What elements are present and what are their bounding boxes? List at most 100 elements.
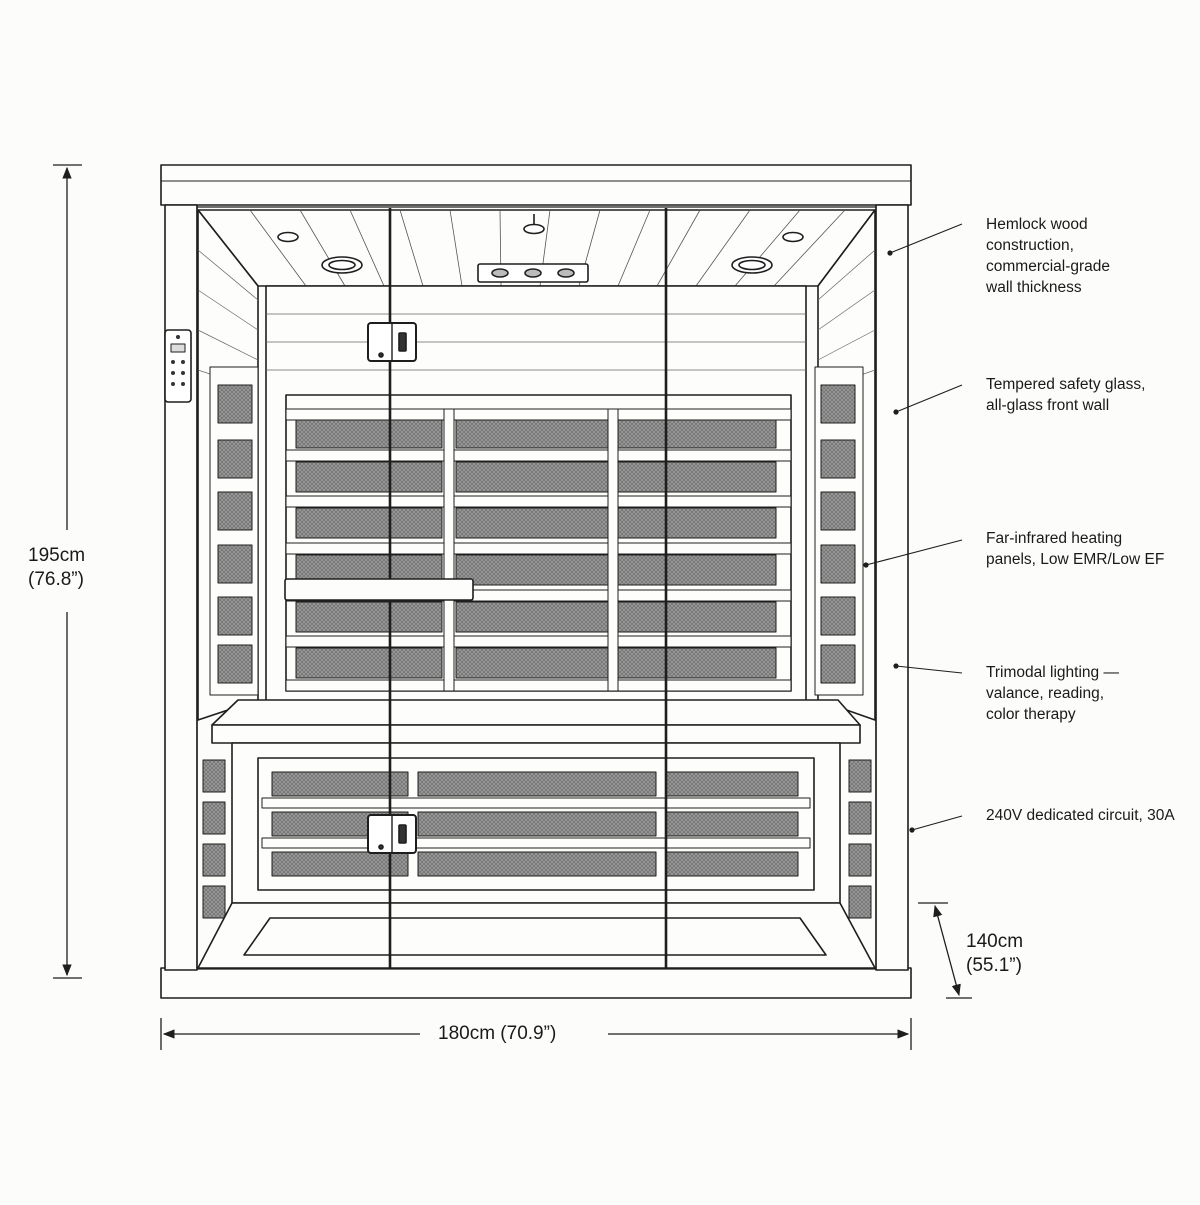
heating-panel (217, 644, 253, 684)
depth-inches: (55.1”) (966, 955, 1022, 976)
heating-panel (455, 507, 609, 539)
ceiling-oxygen-vent-icon (477, 263, 589, 283)
backrest-slat (285, 679, 792, 692)
door-hinge-icon (367, 814, 417, 854)
heating-panel (202, 759, 226, 793)
heating-panel (217, 384, 253, 424)
glass-front-frame (196, 206, 877, 970)
backrest-slat (285, 408, 792, 421)
heating-panel (665, 851, 799, 877)
heating-panel (202, 885, 226, 919)
heating-panel (271, 851, 409, 877)
callout-line: commercial-grade (986, 258, 1111, 275)
heating-panel (295, 461, 443, 493)
callout-leaders (865, 223, 963, 831)
heating-panel (617, 647, 777, 679)
heating-panel (848, 801, 872, 835)
heating-panel (617, 417, 777, 449)
bench-slat (261, 797, 811, 809)
heating-panel (820, 439, 856, 479)
callout-line: all-glass front wall (986, 397, 1110, 414)
callout-line: Hemlock wood (986, 216, 1088, 233)
left-heating-panels (209, 366, 259, 696)
depth-cm: 140cm (966, 931, 1024, 952)
backrest-slat (285, 542, 792, 555)
callout-line: construction, (986, 237, 1074, 254)
heating-panel (617, 554, 777, 586)
heating-panel (617, 461, 777, 493)
heating-panel (848, 759, 872, 793)
callout-safety-glass: Tempered safety glass, all-glass front w… (986, 374, 1145, 416)
backrest-slat (285, 449, 792, 462)
backrest-divider (443, 408, 455, 692)
roof-cap (160, 164, 912, 206)
callout-line: valance, reading, (986, 685, 1105, 702)
lower-left-heating-panels (202, 759, 226, 919)
right-corner-post (875, 204, 909, 971)
callout-lighting: Trimodal lighting — valance, reading, co… (986, 662, 1119, 725)
heating-panel (295, 601, 443, 633)
heating-panel (455, 601, 609, 633)
bench-slat (261, 837, 811, 849)
height-dimension-line (53, 164, 82, 979)
heating-panel (217, 544, 253, 584)
heating-panel (848, 885, 872, 919)
left-corner-post (164, 204, 198, 971)
heating-panel (617, 601, 777, 633)
base-plinth (160, 967, 912, 999)
heating-panel (820, 491, 856, 531)
door-handle (284, 578, 474, 601)
back-wall-boards (266, 313, 806, 371)
bench-inner-frame (257, 757, 815, 891)
heating-panel (417, 851, 657, 877)
heating-panel (820, 644, 856, 684)
height-inches: (76.8”) (28, 569, 84, 590)
bench-seat (211, 699, 861, 726)
callout-line: wall thickness (986, 279, 1082, 296)
heating-panel (455, 461, 609, 493)
heating-panel (202, 843, 226, 877)
height-dimension-label: 195cm (76.8”) (28, 544, 85, 592)
callout-electrical: 240V dedicated circuit, 30A (986, 805, 1175, 826)
heating-panel (295, 417, 443, 449)
heating-panel (665, 811, 799, 837)
heating-panel (217, 491, 253, 531)
heating-panel (455, 554, 609, 586)
callout-line: Trimodal lighting — (986, 664, 1119, 681)
heating-panel (295, 507, 443, 539)
heating-panel (217, 439, 253, 479)
backrest-divider (607, 408, 619, 692)
callout-line: 240V dedicated circuit, 30A (986, 807, 1175, 824)
heating-panel (217, 596, 253, 636)
ceiling-light-icon (277, 214, 804, 243)
heating-panel (202, 801, 226, 835)
callout-wood-construction: Hemlock wood construction, commercial-gr… (986, 214, 1110, 298)
heating-panel (820, 596, 856, 636)
heating-panel (417, 811, 657, 837)
floor-mat (243, 917, 827, 956)
callout-dots (863, 250, 915, 833)
depth-dimension-label: 140cm (55.1”) (966, 930, 1023, 978)
height-cm: 195cm (28, 545, 86, 566)
heating-panel (271, 771, 409, 797)
lower-right-heating-panels (848, 759, 872, 919)
width-dimension-label: 180cm (70.9”) (428, 1022, 567, 1046)
callout-line: Far-infrared heating (986, 530, 1123, 547)
heating-panel (820, 544, 856, 584)
right-heating-panels (814, 366, 864, 696)
backrest-slat (285, 495, 792, 508)
callout-heating-panels: Far-infrared heating panels, Low EMR/Low… (986, 528, 1164, 570)
bench-front-edge (211, 724, 861, 744)
width-dimension-line (160, 1018, 912, 1050)
heating-panel (848, 843, 872, 877)
heating-panel (665, 771, 799, 797)
depth-dimension-line (918, 902, 972, 999)
backrest-slat (285, 635, 792, 648)
heating-panel (417, 771, 657, 797)
callout-line: panels, Low EMR/Low EF (986, 551, 1165, 568)
heating-panel (617, 507, 777, 539)
heating-panel (455, 417, 609, 449)
bench-heating-panels (261, 771, 811, 877)
